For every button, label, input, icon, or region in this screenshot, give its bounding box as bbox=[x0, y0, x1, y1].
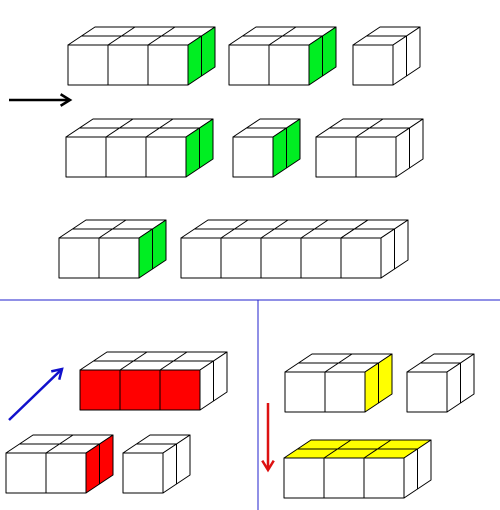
cube-blocks bbox=[5, 26, 475, 499]
block-front-face bbox=[67, 44, 189, 86]
arrow-up-right-head bbox=[50, 367, 64, 380]
block-br-top bbox=[284, 353, 393, 413]
block-front-face bbox=[340, 237, 382, 279]
arrow-down bbox=[261, 403, 275, 473]
block-front-face bbox=[352, 44, 394, 86]
block-front-face bbox=[122, 452, 164, 494]
block-front-face bbox=[65, 136, 187, 178]
block-front-face bbox=[283, 457, 405, 499]
block-bl-small bbox=[5, 434, 114, 494]
block-br-single bbox=[406, 353, 475, 413]
block-r3-a bbox=[58, 219, 167, 279]
block-r1-a bbox=[67, 26, 216, 86]
block-front-face bbox=[406, 371, 448, 413]
direction-arrows bbox=[8, 93, 275, 473]
arrow-up-right-shaft bbox=[8, 368, 63, 421]
block-br-big bbox=[283, 439, 432, 499]
block-r1-c bbox=[352, 26, 421, 86]
block-r2-c bbox=[315, 118, 424, 178]
block-r1-b bbox=[228, 26, 337, 86]
panel-dividers bbox=[0, 299, 500, 510]
arrow-down-head bbox=[261, 459, 275, 473]
arrow-up-right bbox=[8, 367, 64, 421]
block-r2-a bbox=[65, 118, 214, 178]
block-bl-big bbox=[79, 351, 228, 411]
arrow-right bbox=[9, 93, 73, 107]
top-panel bbox=[58, 26, 424, 279]
block-front-face bbox=[232, 136, 274, 178]
arrow-right-head bbox=[59, 93, 73, 107]
bottom-left-panel bbox=[5, 351, 228, 494]
block-r2-b bbox=[232, 118, 301, 178]
block-bl-single bbox=[122, 434, 191, 494]
block-r3-c bbox=[340, 219, 409, 279]
block-r3-b bbox=[180, 219, 369, 279]
block-front-face bbox=[79, 369, 201, 411]
bottom-right-panel bbox=[283, 353, 475, 499]
